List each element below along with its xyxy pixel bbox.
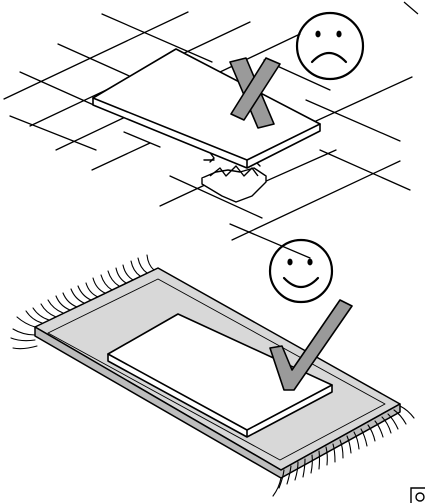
happy-face-icon (270, 240, 332, 302)
panel-on-floor (93, 49, 320, 168)
sad-face-icon (297, 13, 363, 79)
damaged-corner (202, 166, 266, 202)
corner-box-icon (411, 488, 425, 503)
floor-edge-line (404, 2, 418, 14)
